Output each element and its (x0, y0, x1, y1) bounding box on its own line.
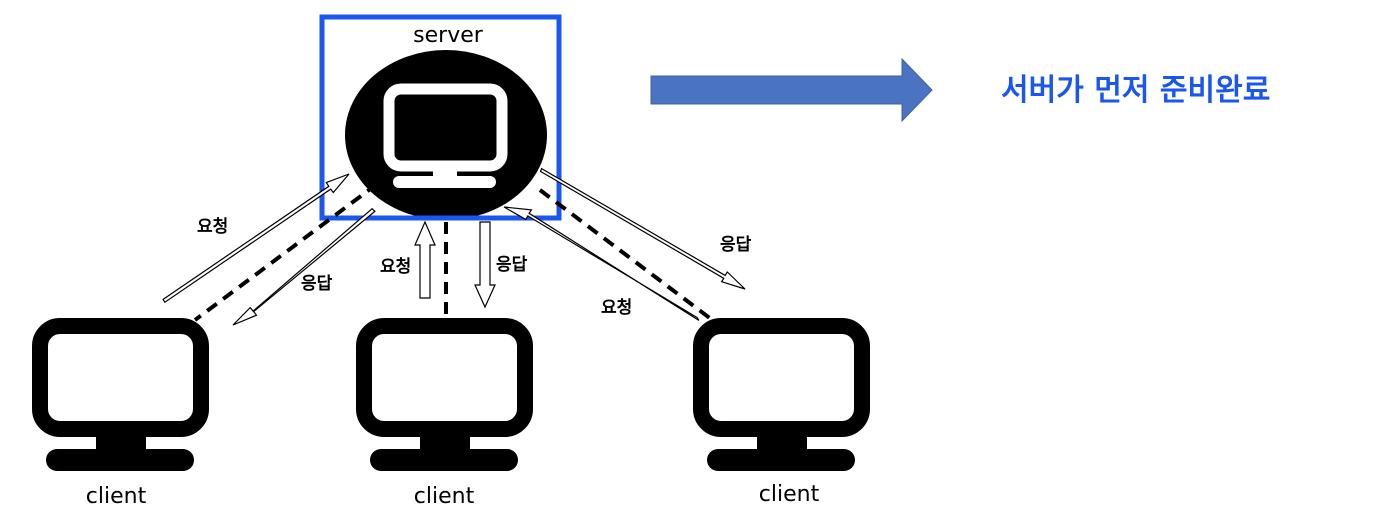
big-right-arrow (650, 57, 933, 123)
left-response-arrow (232, 207, 376, 326)
client-label: client (414, 484, 475, 509)
client-label: client (86, 484, 147, 509)
callout-text: 서버가 먼저 준비완료 (1001, 73, 1270, 108)
server-disc (345, 50, 547, 220)
server-node: server (319, 14, 562, 221)
arrow-labels: 요청 응답 요청 응답 응답 요청 (197, 216, 752, 318)
right-request-arrow (503, 206, 700, 321)
middle-request-arrow (414, 220, 436, 299)
left-response-label: 응답 (301, 274, 333, 294)
right-request-label: 요청 (601, 297, 632, 318)
client-label: client (759, 482, 820, 507)
server-highlight-box (319, 14, 562, 221)
right-response-label: 응답 (720, 235, 752, 255)
server-monitor-icon (383, 83, 508, 188)
middle-response-label: 응답 (496, 255, 528, 275)
middle-request-label: 요청 (380, 256, 411, 277)
connection-lines (193, 182, 717, 324)
right-response-arrow (539, 167, 746, 290)
server-label: server (413, 23, 484, 48)
connection-line-right (538, 188, 717, 324)
connection-line-left (193, 182, 379, 322)
client-node: client (32, 318, 209, 509)
middle-response-arrow (474, 221, 496, 309)
left-request-label: 요청 (197, 216, 228, 237)
client-monitor-icon (356, 318, 533, 471)
client-node: client (693, 318, 870, 507)
left-request-arrow (162, 173, 350, 304)
client-monitor-icon (693, 318, 870, 471)
request-response-arrows (162, 167, 746, 326)
client-node: client (356, 318, 533, 509)
client-monitor-icon (32, 318, 209, 471)
